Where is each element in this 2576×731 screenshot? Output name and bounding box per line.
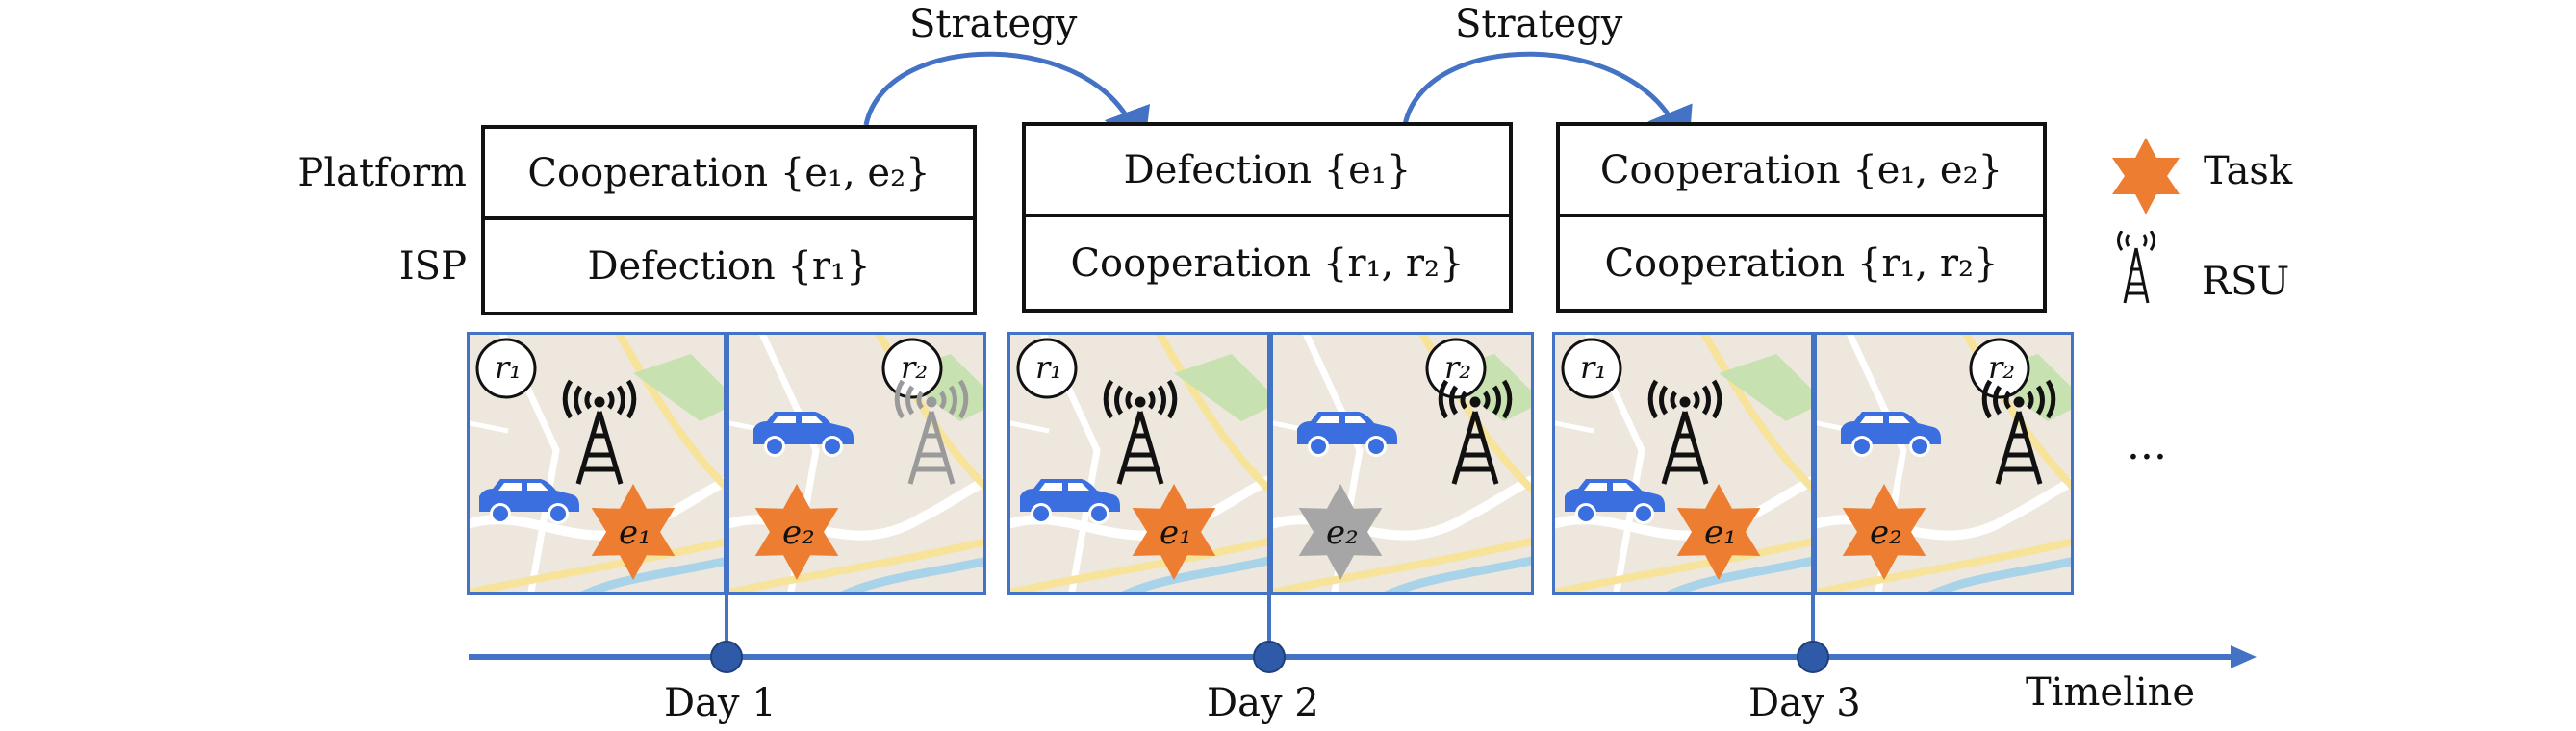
rsu-id: r₁ bbox=[1035, 349, 1062, 386]
day-1-marker bbox=[710, 641, 743, 673]
task-icon bbox=[591, 484, 676, 580]
strategy-arrow-2 bbox=[1402, 51, 1693, 158]
day-1-label: Day 1 bbox=[664, 681, 777, 725]
map-panel: r₁ e₁ bbox=[1007, 332, 1270, 595]
isp-row-label: ISP bbox=[398, 244, 467, 289]
car-icon bbox=[479, 479, 579, 524]
task-id: e₂ bbox=[1870, 514, 1902, 552]
rsu-tower-icon bbox=[562, 379, 637, 485]
map-panel: r₂ e₂ bbox=[1814, 332, 2074, 595]
map-panel: r₁ e₁ bbox=[1552, 332, 1814, 595]
isp-strategy: Defection {r₁} bbox=[587, 243, 871, 289]
rsu-circle-icon bbox=[475, 338, 537, 399]
timeline-label: Timeline bbox=[2026, 670, 2196, 715]
rsu-tower-icon bbox=[1438, 379, 1513, 485]
rsu-circle-icon bbox=[1561, 338, 1622, 399]
rsu-id: r₂ bbox=[1988, 349, 2015, 386]
day-3-marker bbox=[1797, 641, 1829, 673]
car-icon bbox=[1020, 479, 1120, 524]
car-icon bbox=[1565, 479, 1665, 524]
map-panel: r₁ e₁ bbox=[467, 332, 727, 595]
rsu-tower-icon bbox=[1103, 379, 1178, 485]
car-icon bbox=[753, 412, 854, 457]
ellipsis: ··· bbox=[2127, 433, 2167, 482]
rsu-legend-label: RSU bbox=[2202, 260, 2290, 304]
task-id: e₁ bbox=[1160, 514, 1192, 552]
rsu-circle-icon bbox=[881, 338, 943, 399]
task-id: e₁ bbox=[619, 514, 651, 552]
map-panel: r₂ e₂ bbox=[1270, 332, 1534, 595]
task-id: e₂ bbox=[1326, 514, 1359, 552]
strategy-table-day-2: Defection {e₁} Cooperation {r₁, r₂} bbox=[1022, 122, 1513, 313]
platform-strategy: Defection {e₁} bbox=[1026, 126, 1509, 217]
isp-strategy: Cooperation {r₁, r₂} bbox=[1604, 240, 1999, 286]
platform-row-label: Platform bbox=[297, 151, 467, 195]
task-id: e₁ bbox=[1704, 514, 1737, 552]
task-icon bbox=[754, 484, 839, 580]
isp-strategy: Cooperation {r₁, r₂} bbox=[1070, 240, 1465, 286]
strategy-table-day-3: Cooperation {e₁, e₂} Cooperation {r₁, r₂… bbox=[1556, 122, 2047, 313]
rsu-circle-icon bbox=[1425, 338, 1487, 399]
rsu-tower-icon bbox=[1981, 379, 2056, 485]
strategy-label-2: Strategy bbox=[1455, 2, 1623, 46]
strategy-arrow-1 bbox=[863, 51, 1150, 158]
rsu-id: r₁ bbox=[1580, 349, 1607, 386]
day-2-marker bbox=[1253, 641, 1286, 673]
rsu-circle-icon bbox=[1016, 338, 1078, 399]
platform-strategy: Cooperation {e₁, e₂} bbox=[1560, 126, 2043, 217]
platform-strategy: Cooperation {e₁, e₂} bbox=[485, 129, 973, 220]
task-legend-icon bbox=[2112, 138, 2180, 214]
task-id: e₂ bbox=[782, 514, 815, 552]
map-panel: r₂ e₂ bbox=[727, 332, 986, 595]
rsu-legend-icon bbox=[2117, 231, 2155, 304]
day-3-label: Day 3 bbox=[1748, 681, 1861, 725]
task-icon bbox=[1298, 484, 1383, 580]
rsu-id: r₂ bbox=[901, 349, 928, 386]
car-icon bbox=[1297, 412, 1397, 457]
strategy-table-day-1: Cooperation {e₁, e₂} Defection {r₁} bbox=[481, 125, 977, 315]
rsu-id: r₂ bbox=[1444, 349, 1471, 386]
strategy-label-1: Strategy bbox=[909, 2, 1078, 46]
rsu-circle-icon bbox=[1969, 338, 2030, 399]
task-icon bbox=[1676, 484, 1761, 580]
task-icon bbox=[1132, 484, 1216, 580]
task-legend-label: Task bbox=[2204, 149, 2293, 193]
rsu-tower-icon bbox=[1647, 379, 1722, 485]
car-icon bbox=[1841, 412, 1941, 457]
rsu-tower-icon bbox=[894, 379, 969, 485]
task-icon bbox=[1842, 484, 1926, 580]
day-2-label: Day 2 bbox=[1207, 681, 1319, 725]
rsu-id: r₁ bbox=[495, 349, 522, 386]
